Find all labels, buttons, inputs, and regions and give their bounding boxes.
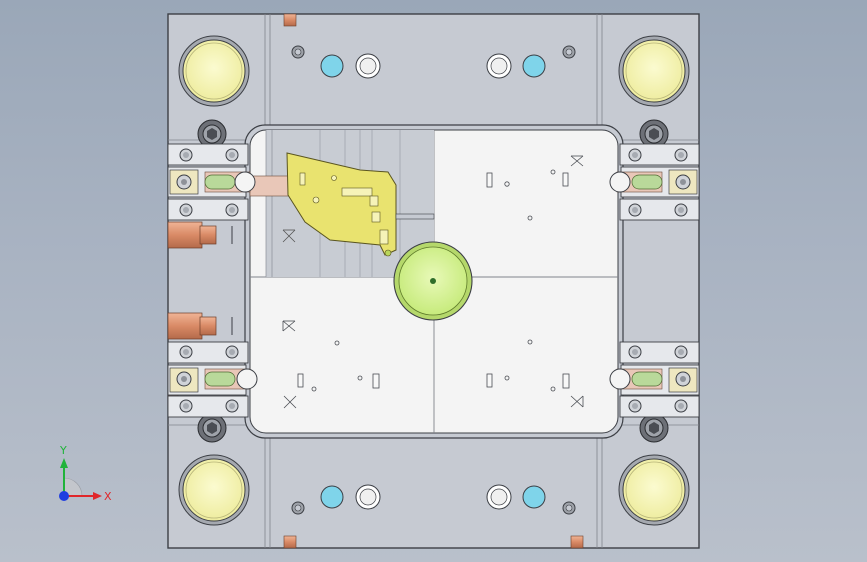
side-unit-right-bottom[interactable] [609, 341, 700, 418]
leader-pin-top-left[interactable] [178, 35, 250, 107]
y-axis-arrowhead [60, 458, 68, 468]
z-axis-dot [59, 491, 69, 501]
socket-screw-top-left [197, 119, 227, 149]
x-axis-label: X [104, 490, 112, 503]
cooling-ports-bottom[interactable] [291, 484, 576, 515]
leader-pin-bottom-left[interactable] [178, 454, 250, 526]
leader-pin-top-right[interactable] [618, 35, 690, 107]
copper-stop-bottom-left [283, 535, 297, 549]
copper-stop-bottom-right [570, 535, 584, 549]
socket-screw-top-right [639, 119, 669, 149]
copper-stop-top [283, 13, 297, 27]
side-unit-right-top[interactable] [609, 143, 700, 221]
y-axis-label: Y [59, 444, 67, 457]
sprue-bushing[interactable] [393, 241, 473, 321]
socket-screw-bottom-right [639, 413, 669, 443]
cooling-ports-top[interactable] [291, 45, 576, 79]
side-unit-left-top[interactable] [167, 143, 256, 249]
x-axis-arrowhead [93, 492, 102, 500]
cavity-details [282, 155, 584, 409]
socket-screw-bottom-left [197, 413, 227, 443]
coordinate-triad[interactable]: Y X [59, 444, 112, 503]
leader-pin-bottom-right[interactable] [618, 454, 690, 526]
yellow-slider[interactable] [249, 152, 435, 257]
side-unit-left-bottom[interactable] [167, 312, 258, 418]
